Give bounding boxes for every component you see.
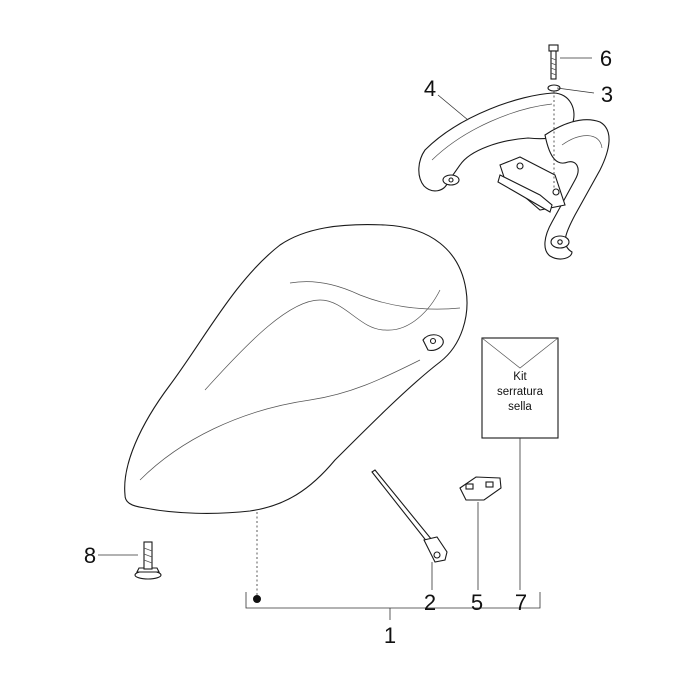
kit-label-line2: serratura bbox=[497, 386, 544, 398]
callout-3: 3 bbox=[601, 82, 613, 107]
leader-lines bbox=[98, 57, 595, 620]
callout-7: 7 bbox=[515, 590, 527, 615]
callout-8: 8 bbox=[84, 543, 96, 568]
callout-1: 1 bbox=[384, 623, 396, 648]
callout-6: 6 bbox=[600, 46, 612, 71]
handle-screw bbox=[548, 44, 559, 80]
callout-5: 5 bbox=[471, 590, 483, 615]
seat bbox=[124, 224, 468, 514]
kit-label-line3: sella bbox=[508, 401, 532, 413]
release-cable bbox=[371, 469, 448, 563]
lock-bracket bbox=[459, 476, 502, 501]
seat-screw bbox=[134, 541, 162, 580]
kit-label-line1: Kit bbox=[513, 371, 527, 383]
callout-4: 4 bbox=[424, 76, 436, 101]
grab-handle bbox=[418, 92, 610, 260]
seat-lock-kit: Kit serratura sella bbox=[481, 337, 559, 439]
callout-2: 2 bbox=[424, 590, 436, 615]
